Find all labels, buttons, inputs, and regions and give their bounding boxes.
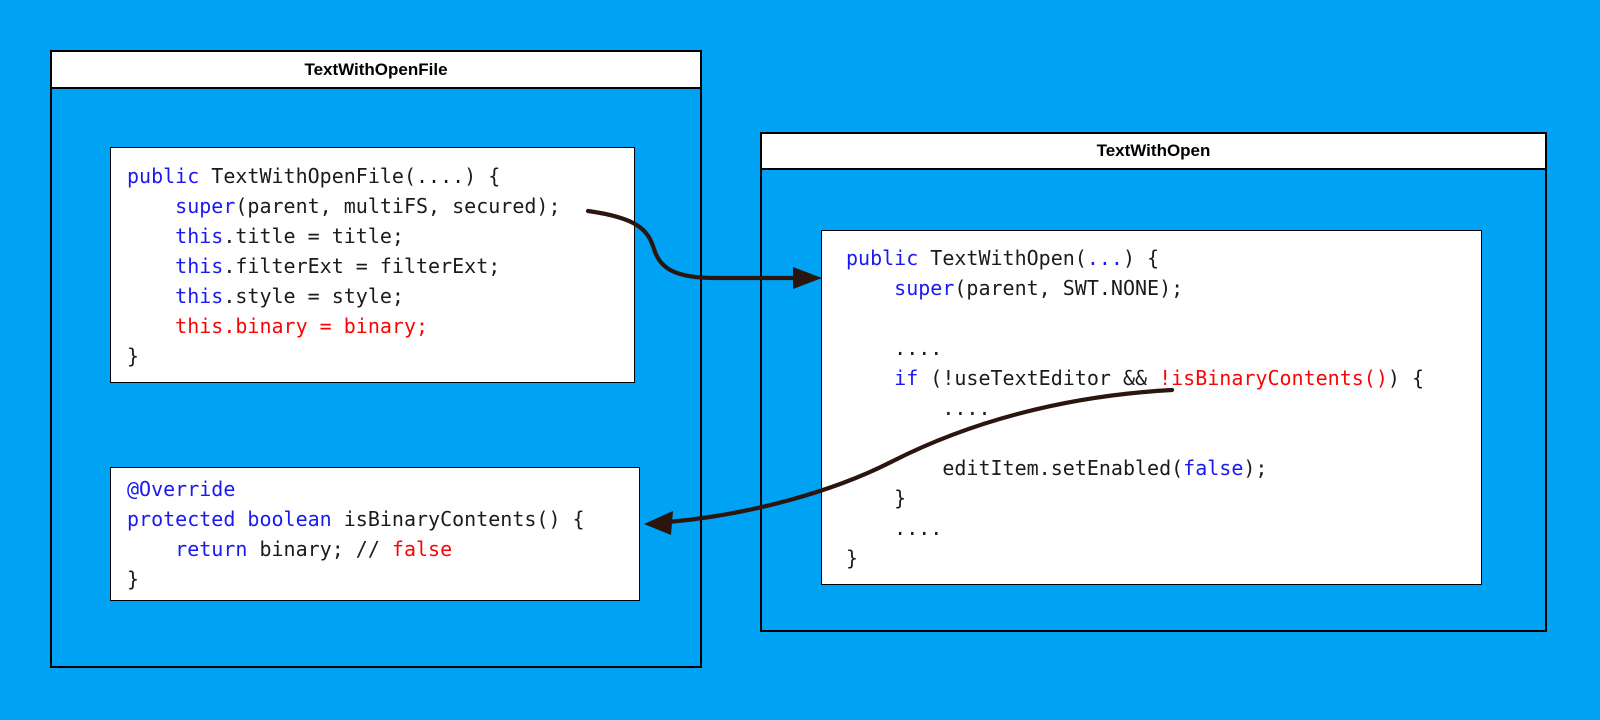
- class-box-textwithopenfile: TextWithOpenFile public TextWithOpenFile…: [50, 50, 702, 668]
- code-line: this.style = style;: [175, 284, 404, 308]
- class-title-textwithopenfile: TextWithOpenFile: [52, 52, 700, 89]
- code-line: super(parent, multiFS, secured);: [175, 194, 561, 218]
- code-line: editItem.setEnabled(false);: [846, 456, 1268, 480]
- code-line: public TextWithOpenFile(....) {: [127, 164, 501, 188]
- code-line: this.filterExt = filterExt;: [175, 254, 501, 278]
- code-line: ....: [846, 516, 943, 540]
- code-line: ....: [846, 336, 943, 360]
- code-line: [846, 303, 1481, 333]
- code-line: super(parent, SWT.NONE);: [894, 276, 1184, 300]
- class-title-textwithopen: TextWithOpen: [762, 134, 1545, 170]
- class-box-textwithopen: TextWithOpen public TextWithOpen(...) { …: [760, 132, 1547, 632]
- code-line: }: [127, 567, 140, 591]
- code-line: return binary; // false: [175, 537, 453, 561]
- code-block-isbinarycontents-override: @Override protected boolean isBinaryConte…: [110, 467, 640, 601]
- code-line: @Override: [127, 477, 236, 501]
- code-line: this.title = title;: [175, 224, 404, 248]
- code-line: protected boolean isBinaryContents() {: [127, 507, 585, 531]
- code-line: }: [846, 546, 859, 570]
- code-line: if (!useTextEditor && !isBinaryContents(…: [894, 366, 1424, 390]
- code-block-file-constructor: public TextWithOpenFile(....) { super(pa…: [110, 147, 635, 383]
- code-line: this.binary = binary;: [175, 314, 429, 338]
- code-line: public TextWithOpen(...) {: [846, 246, 1160, 270]
- code-line: [846, 423, 1481, 453]
- code-block-open-constructor: public TextWithOpen(...) { super(parent,…: [821, 230, 1482, 585]
- code-line: }: [846, 486, 907, 510]
- code-line: ....: [846, 396, 991, 420]
- code-line: }: [127, 344, 140, 368]
